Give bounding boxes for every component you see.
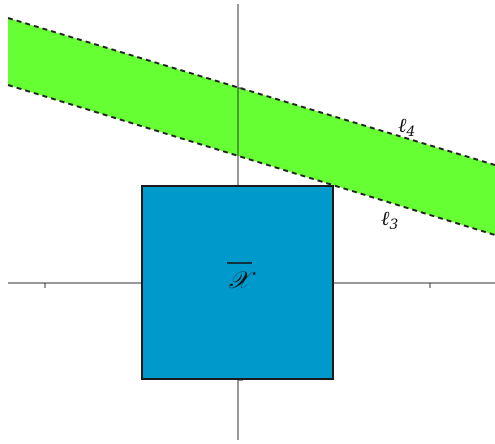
line-l4-label-symbol: ℓ: [398, 113, 407, 137]
line-l3: [7, 84, 495, 236]
feasible-band: [8, 18, 495, 235]
line-l3-label-symbol: ℓ: [381, 206, 390, 230]
line-l4: [7, 17, 495, 166]
set-square: [141, 185, 334, 380]
line-l3-label: ℓ3: [381, 206, 398, 233]
line-l4-label-subscript: 4: [405, 124, 415, 140]
line-l3-label-subscript: 3: [389, 217, 398, 233]
line-l4-label: ℓ4: [398, 113, 415, 140]
